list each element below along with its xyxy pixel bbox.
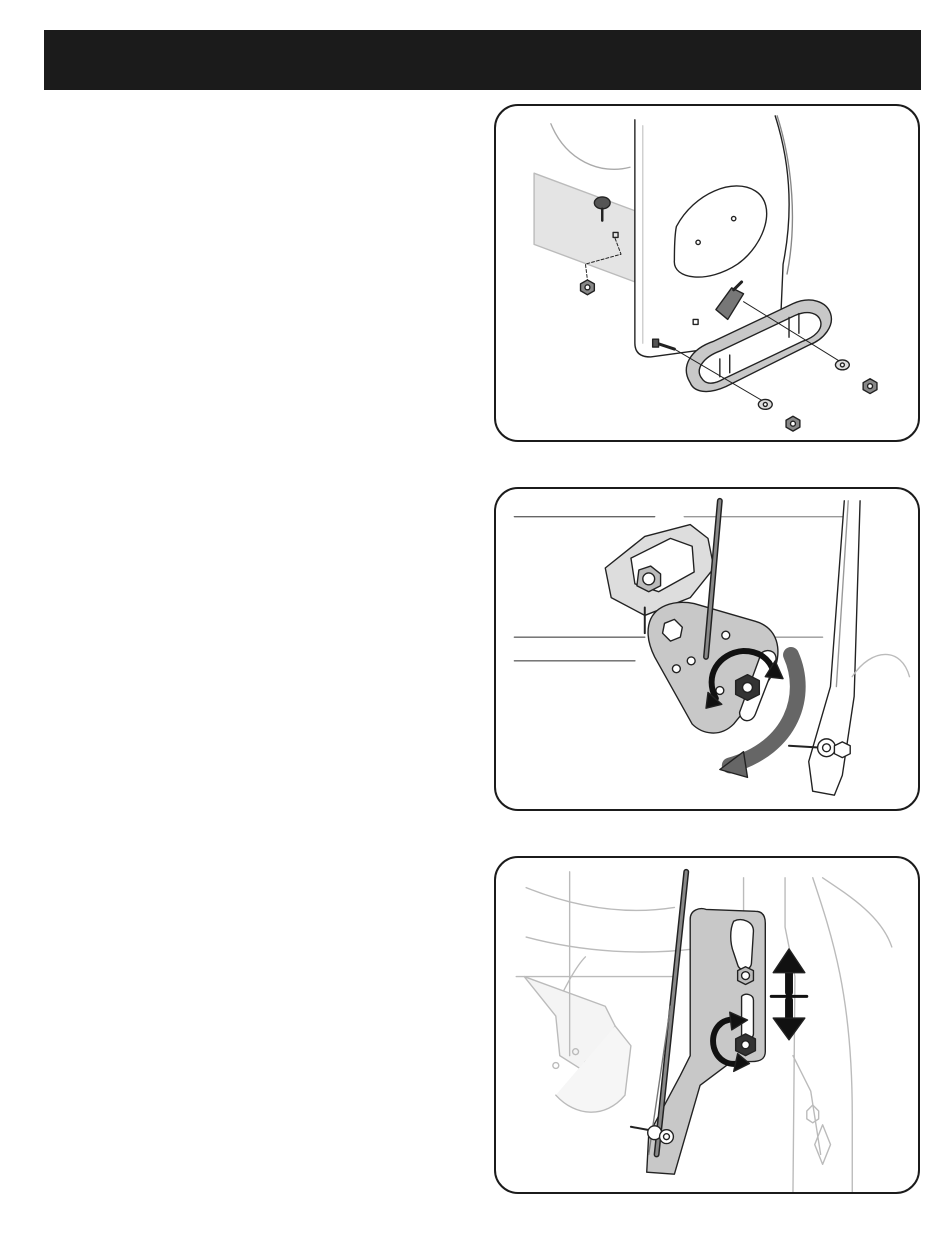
idler-bracket-adjustment-illustration xyxy=(496,489,918,809)
belt-guide-adjustment-illustration xyxy=(496,858,918,1192)
step-text-1 xyxy=(44,104,464,442)
section-header-bar xyxy=(44,30,921,90)
step-text-2 xyxy=(44,487,464,811)
step-text-3 xyxy=(44,856,464,1194)
skid-shoe-assembly-illustration xyxy=(496,106,918,440)
figure-panel-3 xyxy=(494,856,920,1194)
figure-panel-1 xyxy=(494,104,920,442)
section-title xyxy=(44,46,68,73)
figure-panel-2 xyxy=(494,487,920,811)
